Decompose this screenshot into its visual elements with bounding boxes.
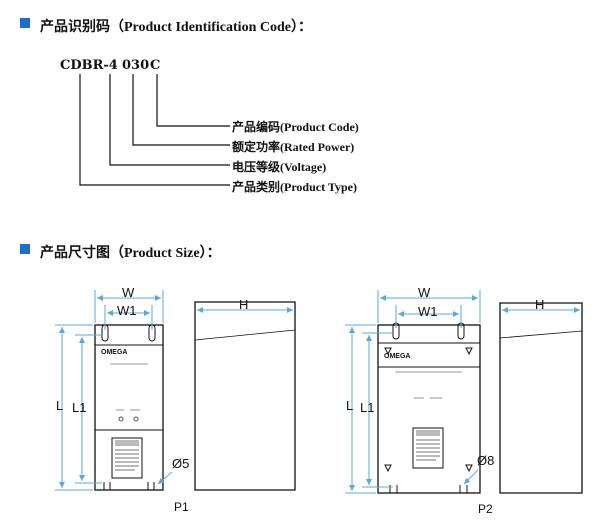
- legend-rated-power: 额定功率(Rated Power): [232, 140, 355, 154]
- p1-label-h: H: [239, 297, 249, 312]
- p2-dimension-lines: [345, 290, 583, 494]
- section1-heading: 产品识别码（Product Identification Code）：: [40, 20, 312, 35]
- p2-label-w1: W1: [418, 304, 438, 319]
- legend-voltage: 电压等级(Voltage): [232, 160, 327, 174]
- code-part-type-voltage: CDBR-4: [60, 58, 118, 73]
- section2-heading: 产品尺寸图（Product Size）：: [40, 246, 221, 261]
- p1-caption: P1: [174, 500, 189, 514]
- p2-label-hole: Ø8: [477, 453, 495, 468]
- p1-label-w1: W1: [117, 303, 137, 318]
- section-marker: [20, 244, 30, 254]
- p1-label-l: L: [56, 398, 64, 413]
- code-part-power: 030: [122, 58, 150, 73]
- p1-brand: OMEGA: [101, 349, 128, 356]
- p2-brand: OMEGA: [384, 353, 411, 360]
- p1-label-l1: L1: [72, 400, 87, 415]
- section-marker: [20, 18, 30, 28]
- p2-label-w: W: [418, 285, 431, 300]
- p2-label-l: L: [346, 398, 354, 413]
- legend-product-type: 产品类别(Product Type): [232, 180, 357, 194]
- p1-label-hole: Ø5: [172, 456, 190, 471]
- p1-side-view: [194, 301, 296, 491]
- p2-caption: P2: [478, 502, 493, 516]
- p2-side-view: [499, 302, 583, 494]
- p1-front-view: [94, 324, 164, 491]
- legend-product-code: 产品编码(Product Code): [232, 120, 359, 134]
- code-part-product: C: [150, 58, 161, 73]
- p2-front-view: [377, 322, 481, 494]
- p2-label-l1: L1: [360, 400, 375, 415]
- p1-label-w: W: [122, 285, 135, 300]
- p2-label-h: H: [535, 297, 545, 312]
